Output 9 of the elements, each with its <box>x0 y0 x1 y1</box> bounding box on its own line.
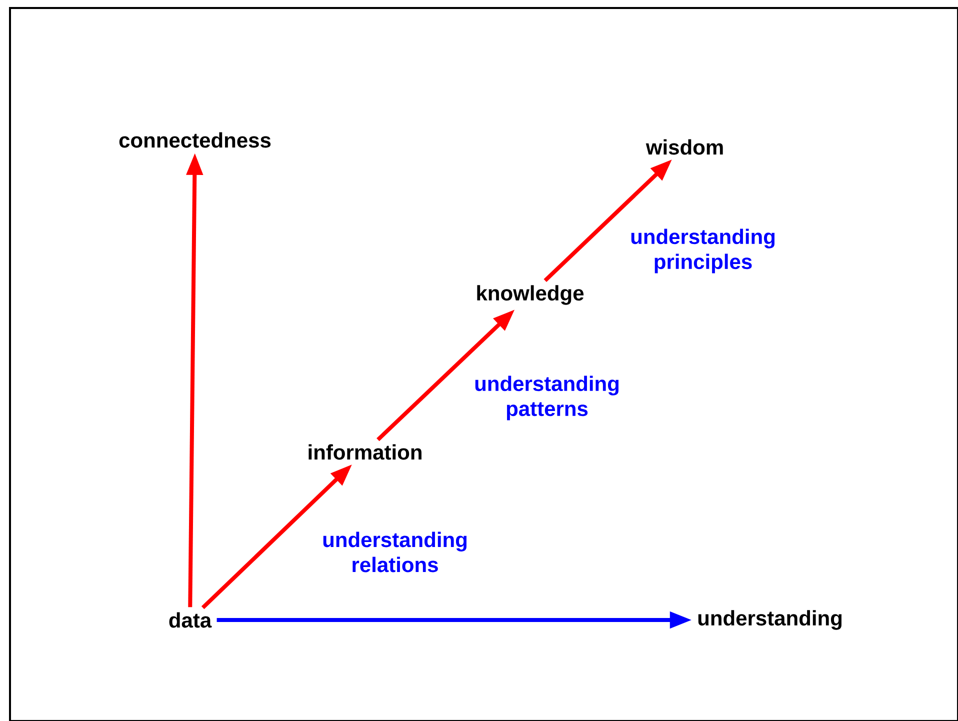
edge-label: understanding patterns <box>475 376 619 420</box>
text-label: understanding <box>698 610 842 630</box>
text-label: connectedness <box>119 132 271 148</box>
edge-label: understanding principles <box>631 228 775 274</box>
text-label: knowledge <box>477 285 584 305</box>
text-label: wisdom <box>646 139 723 155</box>
text-label: information <box>308 444 422 460</box>
edge-label: understanding relations <box>323 532 467 572</box>
text-label: data <box>169 612 212 628</box>
